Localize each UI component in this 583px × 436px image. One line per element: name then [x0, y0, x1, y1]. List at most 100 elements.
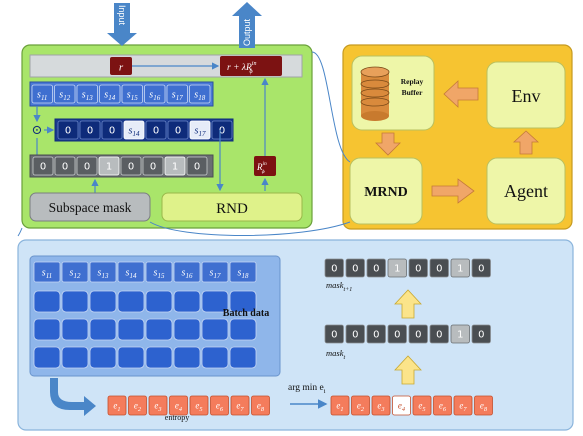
mask-t1-cell [345, 258, 365, 278]
mask-t-cell [345, 324, 365, 344]
mask-t-to-t1-arrow [394, 289, 422, 319]
mask-t-cell [408, 324, 428, 344]
selected-entropy-cell-label: e5 [418, 401, 425, 414]
batch-cell [33, 290, 61, 313]
batch-cell [61, 318, 89, 341]
replay-buffer-label-line1: Replay [401, 77, 424, 86]
batch-cell [61, 346, 89, 369]
mask-t1-cell [366, 258, 386, 278]
mask-t-cell-label: 1 [457, 330, 463, 341]
argmin-label: arg min e [288, 383, 324, 393]
input-arrow-label: Input [117, 5, 127, 26]
state-cell-label: s14 [104, 90, 115, 103]
entropy-cell [107, 395, 127, 416]
mask-t1-cell-label: 1 [394, 264, 400, 275]
mask-t1-cell [471, 258, 491, 278]
mask-cell [186, 156, 208, 176]
mask-t1-cell-label: 0 [373, 264, 379, 275]
state-cell [99, 84, 121, 104]
selected-entropy-cell [453, 395, 473, 416]
output-arrow-label: Output [242, 18, 252, 46]
total-reward-label: r + λR [227, 63, 252, 73]
batch-cell [33, 346, 61, 369]
selected-entropy-cell-label: e2 [357, 401, 365, 414]
selected-entropy-cell-label: e3 [377, 401, 384, 414]
total-reward-sub: ϕ [249, 69, 252, 75]
selected-entropy-cell-label: e8 [480, 401, 488, 414]
batch-cell [201, 290, 229, 313]
mask-cell [32, 156, 54, 176]
state-cell [144, 84, 166, 104]
entropy-cell-label: e5 [195, 401, 202, 414]
batch-header-cell [145, 261, 173, 283]
green-to-mrnd-connector [311, 51, 351, 163]
total-reward-sup: in [252, 61, 257, 67]
masked-cell-label: 0 [87, 126, 93, 137]
batch-cell [117, 290, 145, 313]
selected-entropy-cell [351, 395, 370, 416]
mask-cell-label: 0 [84, 162, 90, 173]
state-cell [121, 84, 143, 104]
argmin-text: arg min ei [288, 383, 326, 395]
state-cell-label: s18 [194, 90, 205, 103]
mask-t-cell [387, 324, 407, 344]
batch-cell [201, 318, 229, 341]
subspace-mask-box [29, 192, 151, 222]
state-cell [166, 84, 188, 104]
mrnd-label: MRND [364, 185, 408, 200]
mask-t1-cell-label: 1 [457, 264, 463, 275]
masked-cell-label: s17 [195, 126, 206, 139]
reward-box [110, 57, 132, 75]
mask-cell-label: 0 [62, 162, 68, 173]
selected-entropy-cell-label: e6 [439, 401, 447, 414]
masked-cell-label: 0 [65, 126, 71, 137]
batch-cell [145, 346, 173, 369]
state-cell-label: s17 [172, 90, 183, 103]
mask-t-cell-label: 0 [373, 330, 379, 341]
subspace-link-line [17, 227, 23, 237]
state-cell-label: s15 [127, 90, 138, 103]
batch-cell [33, 318, 61, 341]
masked-cell [57, 120, 79, 140]
mask-cell-label: 0 [40, 162, 46, 173]
masked-cell [145, 120, 167, 140]
mask-t1-cell-label: 0 [415, 264, 421, 275]
mask-t1-cell-label: 0 [331, 264, 337, 275]
entropy-label: entropy [165, 413, 189, 422]
batch-header-cell-label: s18 [238, 268, 249, 281]
masked-cell [123, 120, 145, 140]
intrinsic-reward-label: R [256, 162, 263, 172]
mask-t1-cell-label: 0 [478, 264, 484, 275]
batch-cell [201, 346, 229, 369]
masked-cell [211, 120, 233, 140]
mask-t1-cell-label: 0 [436, 264, 442, 275]
batch-header-cell [61, 261, 89, 283]
argmin-sub: i [324, 388, 326, 395]
state-cell-label: s11 [37, 90, 47, 103]
masked-cell-label: 0 [219, 126, 225, 137]
output-arrow-head [232, 2, 262, 16]
batch-cell [229, 346, 257, 369]
masked-cell-label: 0 [153, 126, 159, 137]
mask-t-cell [450, 324, 470, 344]
batch-cell [89, 290, 117, 313]
agent-to-env-arrow [512, 130, 540, 155]
mask-t-cell [471, 324, 491, 344]
batch-header-cell-label: s12 [70, 268, 81, 281]
batch-cell [229, 318, 257, 341]
batch-cell [145, 318, 173, 341]
batch-cell [173, 318, 201, 341]
mrnd-box [349, 157, 423, 225]
mask-t1-cell [324, 258, 344, 278]
entropy-cell [230, 395, 250, 416]
batch-data-block [29, 255, 281, 377]
mask-cell [164, 156, 186, 176]
batch-header-cell [201, 261, 229, 283]
agent-label: Agent [504, 181, 548, 201]
masked-cell-label: 0 [109, 126, 115, 137]
batch-cell [117, 346, 145, 369]
bottom-to-mrnd-connector [149, 221, 351, 236]
rnd-box [161, 192, 303, 222]
